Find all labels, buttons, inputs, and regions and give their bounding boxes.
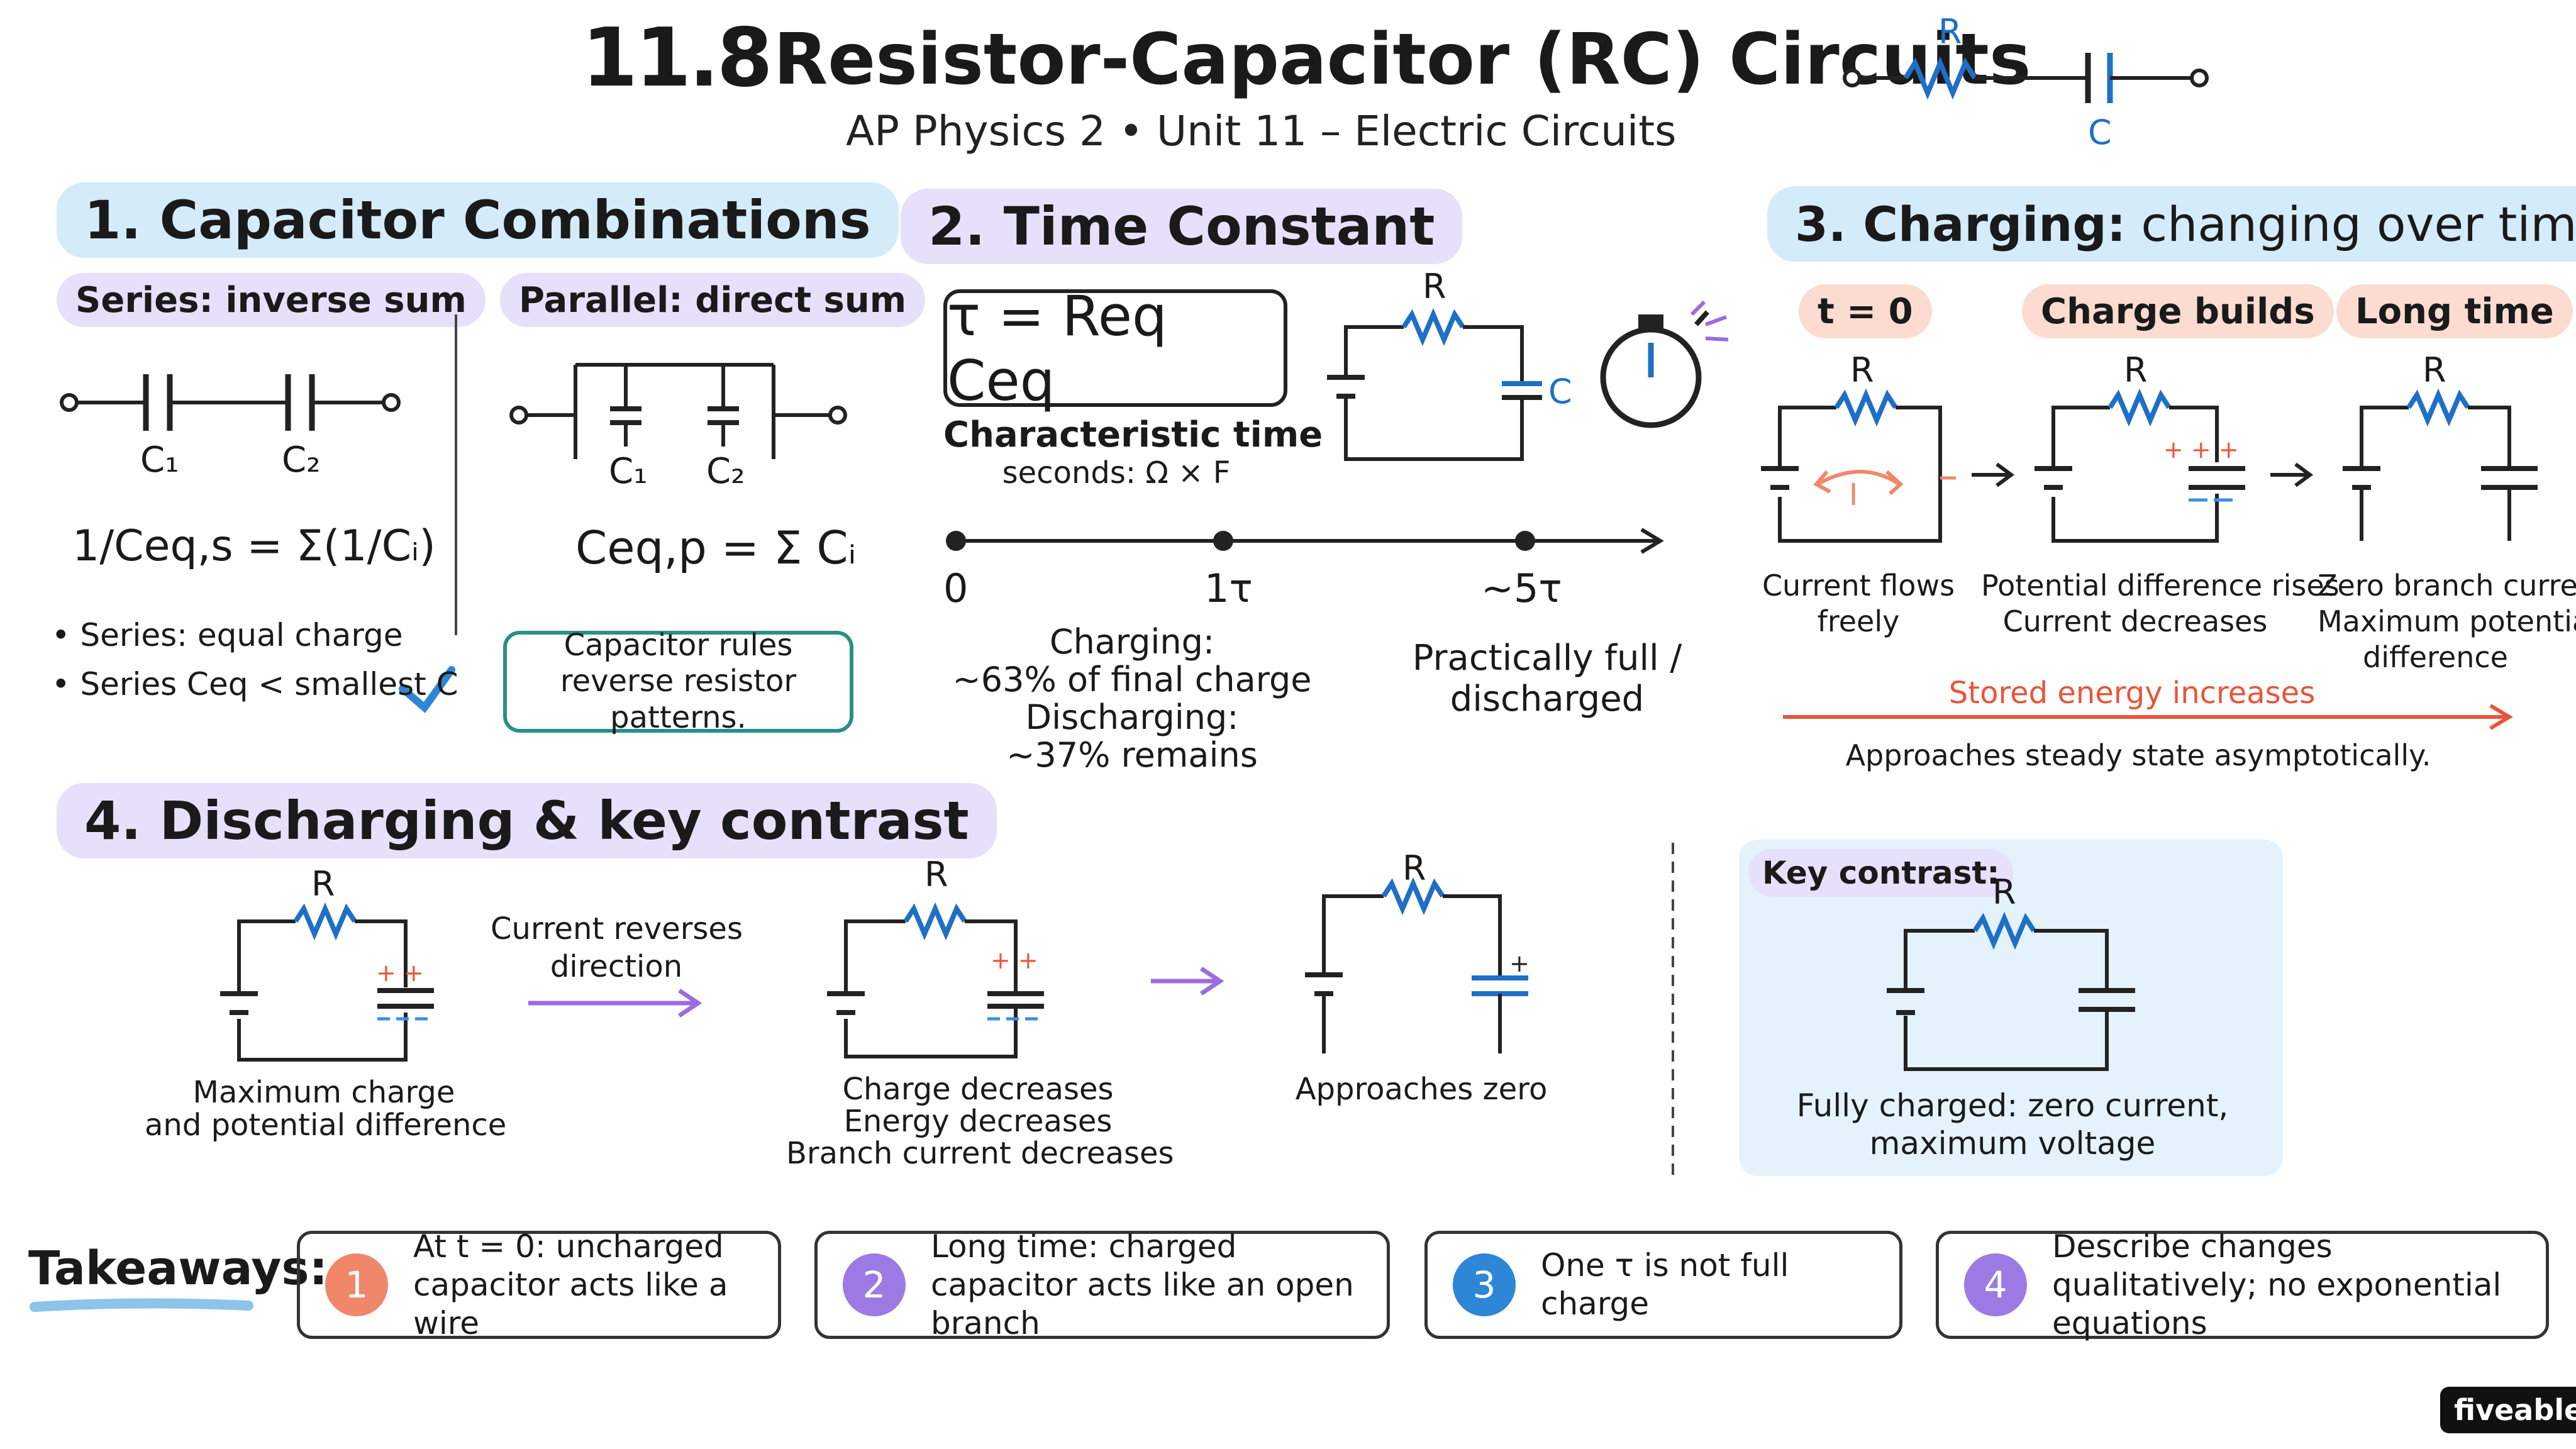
page-title: Resistor-Capacitor (RC) Circuits: [774, 19, 2031, 101]
stage1-current-label: I: [1849, 477, 1858, 513]
key-contrast-r-label: R: [1992, 872, 2016, 912]
section-number: 11.8: [582, 11, 773, 105]
discharging-label: Discharging:: [1025, 697, 1239, 737]
takeaway-3-line-1: One τ is not full charge: [1541, 1247, 1789, 1322]
stage2-r-label: R: [2124, 350, 2148, 390]
discharge-b-r-label: R: [924, 855, 948, 894]
time-constant-formula: τ = Req Ceq: [947, 283, 1167, 413]
charging-label: Charging:: [1049, 622, 1215, 662]
discharge-a-r-label: R: [311, 864, 335, 904]
takeaway-card-4: 4 Describe changes qualitatively; no exp…: [1936, 1228, 2549, 1341]
discharging-value: ~37% remains: [1006, 735, 1258, 775]
series-label: Series: inverse sum: [57, 273, 486, 327]
stage3-desc-3: difference: [2363, 640, 2508, 674]
parallel-label: Parallel: direct sum: [500, 273, 926, 327]
circuit-r-label: R: [1423, 267, 1446, 306]
svg-text:+ +: + +: [376, 959, 424, 987]
stopwatch-icon: [1600, 300, 1729, 428]
discharge-b-desc-3: Branch current decreases: [786, 1136, 1174, 1171]
capacitor-rule-note-text: Capacitor rules reverse resistor pattern…: [560, 627, 797, 735]
circuit-c-label: C: [1548, 372, 1572, 411]
rc-icon-c-label: C: [2088, 113, 2112, 152]
charging-value: ~63% of final charge: [952, 660, 1312, 699]
characteristic-time-label: Characteristic time: [943, 414, 1323, 455]
steady-state-note: Approaches steady state asymptotically.: [1845, 738, 2431, 772]
takeaway-card-2: 2 Long time: charged capacitor acts like…: [814, 1228, 1390, 1341]
takeaway-number-2: 2: [843, 1253, 906, 1316]
practically-full-label-2: discharged: [1450, 679, 1645, 719]
discharge-c-desc-1: Approaches zero: [1295, 1072, 1548, 1107]
current-reverses-label: Current reverses: [491, 911, 743, 947]
current-reverses-label-2: direction: [550, 949, 683, 984]
time-axis: [946, 528, 1664, 554]
discharge-c-r-label: R: [1402, 848, 1426, 888]
series-bullet-2: • Series Ceq < smallest C: [52, 666, 458, 702]
series-c2-label: C₂: [282, 440, 321, 480]
stage3-r-label: R: [2423, 350, 2446, 390]
capacitor-rule-note: Capacitor rules reverse resistor pattern…: [503, 627, 853, 735]
takeaway-number-1: 1: [325, 1253, 388, 1316]
takeaway-4-line-1: Describe changes: [2052, 1228, 2333, 1265]
series-formula: 1/Ceq,s = Σ(1/Cᵢ): [72, 521, 436, 571]
rc-icon-r-label: R: [1938, 12, 1962, 52]
stage1-r-label: R: [1850, 350, 1874, 390]
discharge-a-desc-1: Maximum charge: [192, 1075, 455, 1110]
stage3-desc-2: Maximum potential: [2318, 604, 2576, 638]
takeaways-label: Takeaways:: [28, 1241, 328, 1296]
parallel-formula: Ceq,p = Σ Cᵢ: [575, 521, 857, 574]
stage-long-time-label: Long time: [2336, 284, 2573, 338]
takeaway-2-line-2: capacitor acts like an open branch: [931, 1266, 1354, 1341]
stored-energy-label: Stored energy increases: [1948, 675, 2316, 711]
takeaway-text-4: Describe changes qualitatively; no expon…: [2052, 1228, 2521, 1343]
takeaway-number-3: 3: [1453, 1253, 1516, 1316]
key-contrast-desc-1: Fully charged: zero current,: [1796, 1087, 2229, 1124]
tick-zero: 0: [943, 565, 969, 611]
stage-t0-label: t = 0: [1799, 284, 1932, 338]
tick-five-tau: ~5τ: [1481, 565, 1562, 611]
svg-text:+ +: + +: [991, 947, 1038, 974]
takeaway-card-3: 3 One τ is not full charge: [1424, 1231, 1902, 1339]
stage1-desc-2: freely: [1817, 604, 1900, 638]
section2-title: 2. Time Constant: [901, 189, 1463, 264]
takeaway-4-line-2: qualitatively; no exponential equations: [2052, 1266, 2502, 1341]
discharge-b-desc-2: Energy decreases: [843, 1104, 1113, 1139]
takeaway-card-1: 1 At t = 0: uncharged capacitor acts lik…: [297, 1228, 781, 1341]
fiveable-logo: fiveable: [2440, 1387, 2576, 1433]
takeaway-number-4: 4: [1964, 1253, 2027, 1316]
takeaway-2-line-1: Long time: charged: [931, 1228, 1237, 1265]
series-c1-label: C₁: [140, 440, 179, 480]
key-contrast-desc-2: maximum voltage: [1869, 1125, 2156, 1162]
page-subtitle: AP Physics 2 • Unit 11 – Electric Circui…: [846, 107, 1677, 155]
discharge-a-desc-2: and potential difference: [145, 1108, 507, 1143]
practically-full-label: Practically full /: [1412, 638, 1682, 679]
section3-title-bold: 3. Charging:: [1795, 196, 2126, 252]
takeaway-text-2: Long time: charged capacitor acts like a…: [931, 1228, 1362, 1343]
time-constant-formula-box: τ = Req Ceq: [943, 284, 1287, 413]
takeaway-1-line-1: At t = 0: uncharged: [413, 1228, 724, 1265]
section3-title: 3. Charging: changing over time: [1767, 186, 2576, 262]
parallel-c2-label: C₂: [706, 451, 745, 492]
takeaway-1-line-2: capacitor acts like a wire: [413, 1266, 728, 1341]
stage-charge-builds-label: Charge builds: [2022, 284, 2334, 338]
stage1-desc-1: Current flows: [1762, 569, 1955, 602]
stage2-desc-2: Current decreases: [2002, 604, 2268, 638]
discharge-b-desc-1: Charge decreases: [842, 1072, 1114, 1107]
takeaway-text-3: One τ is not full charge: [1541, 1246, 1874, 1323]
key-contrast-label: Key contrast:: [1748, 849, 2014, 897]
stage2-desc-1: Potential difference rises: [1981, 569, 2340, 602]
svg-text:+ + +: + + +: [2163, 436, 2239, 464]
tick-one-tau: 1τ: [1204, 565, 1253, 611]
section3-title-rest: changing over time: [2126, 196, 2576, 252]
series-bullet-1: • Series: equal charge: [52, 617, 403, 653]
svg-text:+: +: [1509, 950, 1530, 977]
section4-title: 4. Discharging & key contrast: [57, 783, 997, 858]
section1-title: 1. Capacitor Combinations: [57, 182, 899, 258]
parallel-c1-label: C₁: [609, 451, 648, 492]
time-constant-units: seconds: Ω × F: [1002, 455, 1231, 491]
takeaway-text-1: At t = 0: uncharged capacitor acts like …: [413, 1228, 753, 1343]
stage3-desc-1: Zero branch current: [2318, 569, 2576, 602]
